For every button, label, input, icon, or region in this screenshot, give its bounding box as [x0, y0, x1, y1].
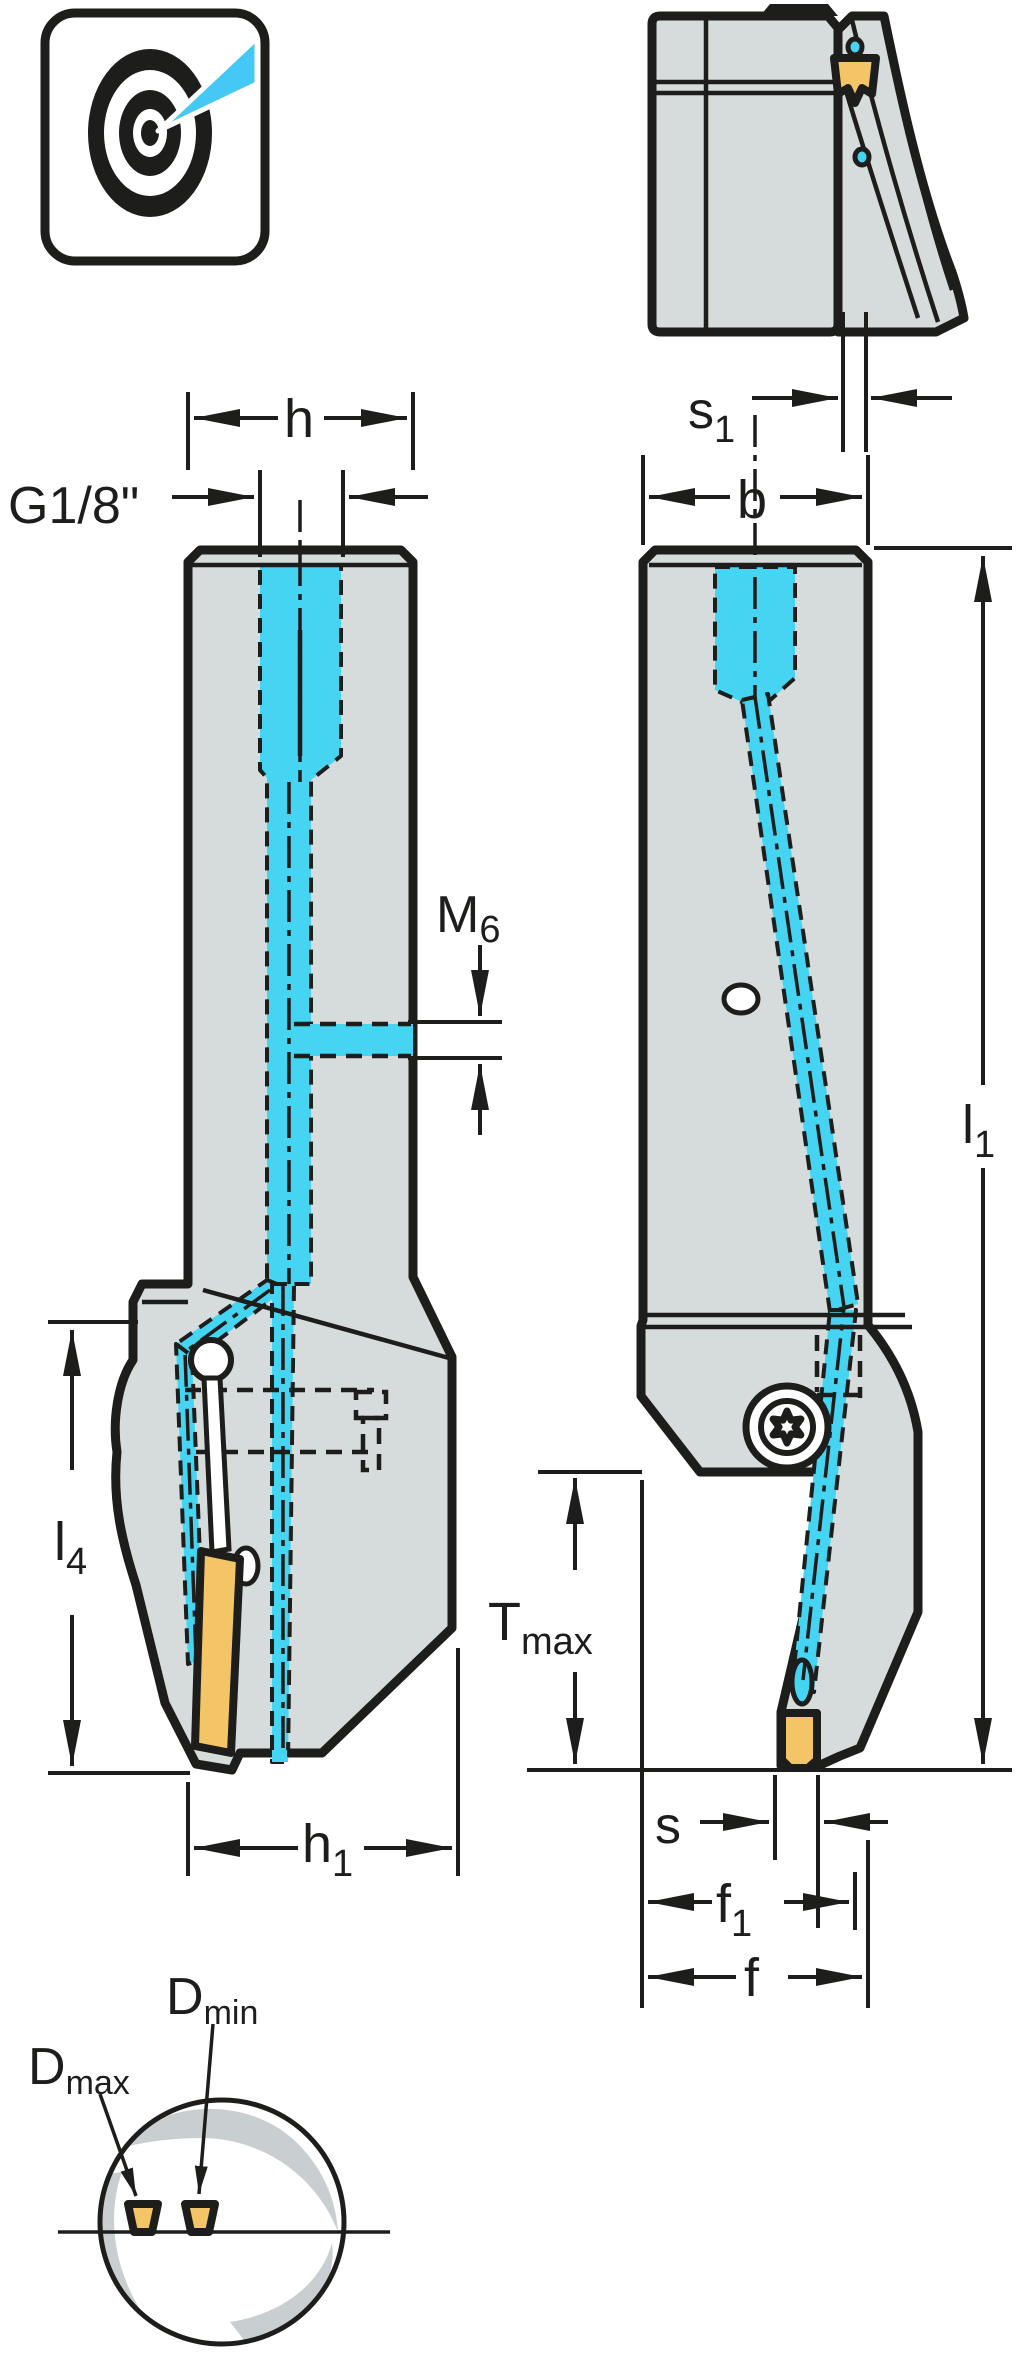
dimension-h: h: [186, 389, 415, 470]
dimension-f: f: [648, 1840, 870, 2008]
coolant-outlet-dot-upper: [845, 36, 865, 58]
coolant-beam-icon: [155, 35, 260, 134]
dim-label-l1: l1: [962, 1095, 995, 1166]
coolant-outlet-dot-lower: [852, 146, 872, 168]
insert-detail-max: [124, 2200, 162, 2236]
leader-d-max: [98, 2093, 138, 2197]
dim-label-g-thread: G1/8": [8, 477, 139, 535]
coolant-side-port: [294, 1024, 413, 1056]
dim-label-f: f: [744, 1948, 760, 2008]
dim-label-d-min: Dmin: [166, 1968, 258, 2032]
dim-label-h1: h1: [302, 1814, 353, 1885]
torx-screw: [742, 1382, 832, 1472]
detail-circle: [97, 2097, 347, 2347]
insert-top-view: [830, 54, 880, 107]
side-view: b l1 Tmax s: [488, 415, 1012, 2008]
detail-view: Dmax Dmin: [28, 1968, 390, 2347]
leader-d-min: [194, 2023, 215, 2195]
dim-label-t-max: Tmax: [488, 1592, 593, 1663]
dim-label-s: s: [655, 1797, 681, 1855]
dimension-m6: M6: [408, 886, 502, 1135]
coolant-exit-tab: [272, 1750, 287, 1762]
chip-swirl: [115, 2108, 338, 2232]
clamp-screw-hidden: [353, 1389, 389, 1421]
front-view: h G1/8" M6 l4: [8, 389, 502, 1885]
dimension-t-max: Tmax: [488, 1470, 642, 1764]
dimension-l1: l1: [874, 546, 1012, 1764]
insert-side-view: [778, 1709, 821, 1772]
dimension-f1: f1: [640, 1480, 857, 2008]
dim-label-d-max: Dmax: [28, 2038, 130, 2102]
dim-label-l4: l4: [54, 1512, 87, 1583]
dimension-g-thread: G1/8": [8, 470, 428, 557]
insert-detail-min: [181, 2200, 219, 2236]
coolant-channel-main: [258, 563, 343, 1286]
dimension-l4: l4: [48, 1320, 190, 1775]
insert-front-view: [191, 1547, 244, 1757]
coolant-diagonal-side: [740, 692, 860, 1314]
clamp-screw-hole: [188, 1337, 234, 1383]
dimension-s1: s1: [688, 312, 952, 452]
side-view-body: [636, 545, 923, 1771]
target-bullseye: [141, 120, 159, 146]
dim-label-h: h: [284, 389, 314, 449]
dimension-b: b: [641, 455, 870, 545]
dim-label-s1: s1: [688, 382, 735, 451]
dim-label-b: b: [737, 470, 767, 530]
precision-target-icon: [40, 8, 270, 266]
coolant-cross-hole: [721, 982, 761, 1016]
dim-label-f1: f1: [716, 1874, 752, 1945]
dim-label-m6: M6: [436, 886, 500, 951]
torx-star: [769, 1407, 805, 1447]
top-view-body: [647, 11, 843, 337]
top-view: s1: [647, 4, 969, 452]
dimension-h1: h1: [186, 1648, 460, 1885]
clamp-finger-slot: [201, 1375, 232, 1555]
coolant-tip-outlet: [789, 1657, 815, 1707]
